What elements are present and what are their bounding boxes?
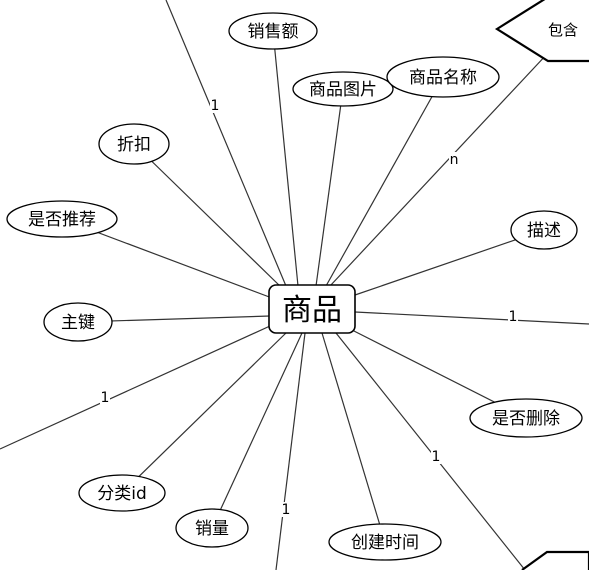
attribute-product-image[interactable]: 商品图片 xyxy=(292,71,394,107)
attribute-label: 是否删除 xyxy=(492,409,560,429)
cardinality-label: 1 xyxy=(509,309,518,325)
entity-box-shape xyxy=(268,284,356,334)
relationship-label: 包含 xyxy=(548,21,578,39)
edge-bottom-line xyxy=(275,332,306,570)
attribute-ellipse xyxy=(78,474,166,512)
cardinality-label: n xyxy=(450,152,459,168)
attribute-created-time[interactable]: 创建时间 xyxy=(328,523,442,561)
cardinality-right-line: 1 xyxy=(508,309,518,325)
entity-node[interactable]: 商品 xyxy=(268,284,356,334)
edge-left-bottom-line xyxy=(0,325,271,450)
edge-sales-volume xyxy=(211,332,303,529)
attribute-ellipse xyxy=(228,12,318,50)
edge-include-line xyxy=(329,52,549,287)
cardinality-labels: 1 n 1 1 1 1 xyxy=(100,98,518,518)
attribute-sales-volume[interactable]: 销量 xyxy=(175,508,249,548)
edge-description xyxy=(354,229,545,296)
cardinality-left-bottom-line: 1 xyxy=(100,390,110,406)
relationship-diamond-partial-shape xyxy=(521,550,589,570)
attribute-ellipse xyxy=(6,200,118,238)
cardinality-label: 1 xyxy=(101,390,110,406)
edge-top-left-line xyxy=(165,0,287,287)
attribute-discount[interactable]: 折扣 xyxy=(98,123,170,165)
attribute-ellipse xyxy=(328,523,442,561)
attribute-label: 商品名称 xyxy=(409,68,477,88)
relationship-node[interactable]: 包含 xyxy=(494,0,589,63)
attribute-ellipse xyxy=(386,56,500,98)
edge-created-time xyxy=(321,332,386,543)
cardinality-background xyxy=(508,309,518,324)
attribute-ellipse xyxy=(292,71,394,107)
attribute-primary-key[interactable]: 主键 xyxy=(43,302,113,342)
attribute-ellipse xyxy=(469,398,583,438)
attribute-product-name[interactable]: 商品名称 xyxy=(386,56,500,98)
attribute-label: 销量 xyxy=(195,519,229,539)
cardinality-label: 1 xyxy=(282,502,291,518)
attribute-ellipse xyxy=(98,123,170,165)
edge-right-line xyxy=(354,311,589,325)
cardinality-background xyxy=(431,449,441,464)
cardinality-include-line: n xyxy=(449,152,459,168)
attribute-label: 销售额 xyxy=(248,22,299,42)
attribute-label: 折扣 xyxy=(117,135,151,155)
cardinality-background xyxy=(210,98,220,113)
cardinality-background xyxy=(281,502,291,517)
cardinality-top-left-line: 1 xyxy=(210,98,220,114)
attribute-label: 描述 xyxy=(527,221,561,241)
cardinality-bottom-right-line: 1 xyxy=(431,449,441,465)
edge-bottom-right-line xyxy=(335,332,526,570)
attribute-ellipse xyxy=(43,302,113,342)
attribute-category-id[interactable]: 分类id xyxy=(78,474,166,512)
attribute-is-deleted[interactable]: 是否删除 xyxy=(469,398,583,438)
attribute-description[interactable]: 描述 xyxy=(510,210,578,250)
entity-label: 商品 xyxy=(282,293,342,328)
attribute-label: 分类id xyxy=(97,484,147,504)
cardinality-label: 1 xyxy=(432,449,441,465)
attribute-is-recommended[interactable]: 是否推荐 xyxy=(6,200,118,238)
cardinality-background xyxy=(100,390,110,405)
attribute-label: 是否推荐 xyxy=(28,210,96,230)
edge-sales-amount xyxy=(272,30,299,287)
attribute-ellipse xyxy=(510,210,578,250)
attribute-label: 主键 xyxy=(61,313,95,333)
attribute-label: 创建时间 xyxy=(351,533,419,553)
attribute-label: 商品图片 xyxy=(309,80,377,100)
relationship-diamond-shape xyxy=(494,0,589,63)
edge-product-name xyxy=(325,76,444,287)
attribute-sales-amount[interactable]: 销售额 xyxy=(228,12,318,50)
edge-discount xyxy=(133,143,283,289)
cardinality-bottom-line: 1 xyxy=(281,502,291,518)
edge-category-id xyxy=(121,331,288,494)
edge-product-image xyxy=(315,88,344,287)
cardinality-label: 1 xyxy=(211,98,220,114)
cardinality-background xyxy=(449,152,459,167)
attribute-ellipse xyxy=(175,508,249,548)
